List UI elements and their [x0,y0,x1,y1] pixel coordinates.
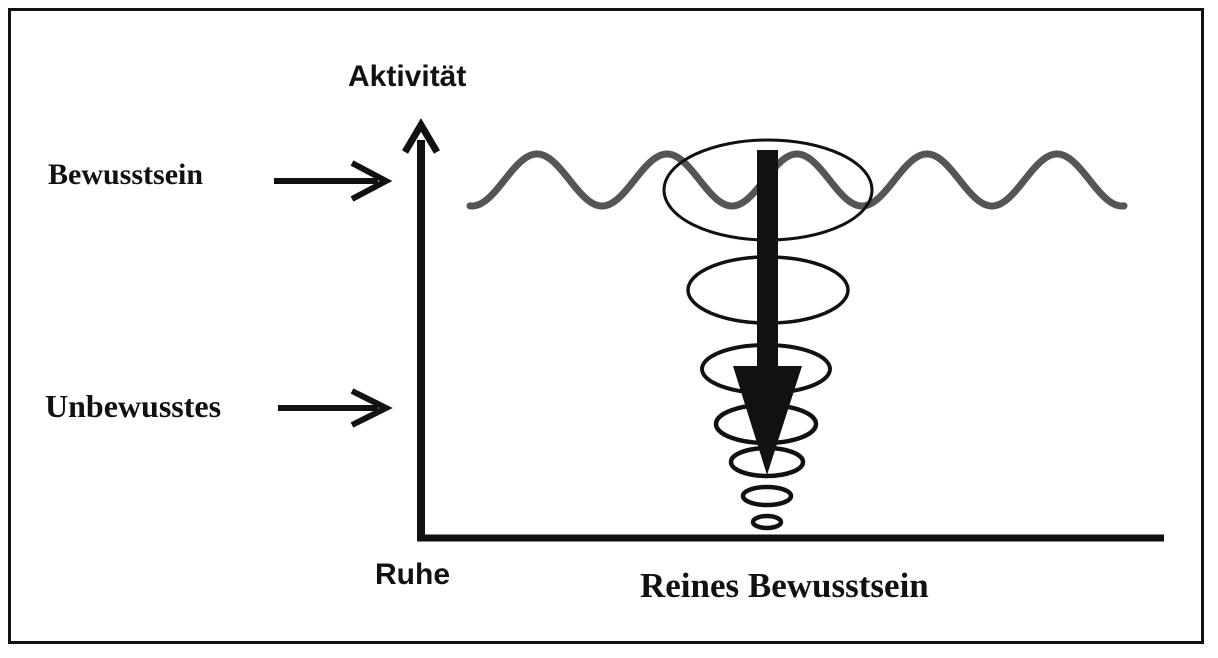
unconscious-level-label: Unbewusstes [45,388,222,424]
pure-consciousness-label: Reines Bewusstsein [640,566,929,605]
right-arrow-icon [274,160,393,202]
diagram-frame [8,8,1204,644]
consciousness-wave [466,150,1128,210]
right-arrow-icon [278,388,393,428]
origin-label: Ruhe [375,558,450,591]
consciousness-level-label: Bewusstsein [48,158,204,191]
spiral-ring [740,484,794,508]
y-axis-arrowhead [401,118,441,154]
spiral-ring [750,513,784,531]
down-arrow-icon [733,150,802,475]
y-axis-label: Aktivität [348,60,467,93]
